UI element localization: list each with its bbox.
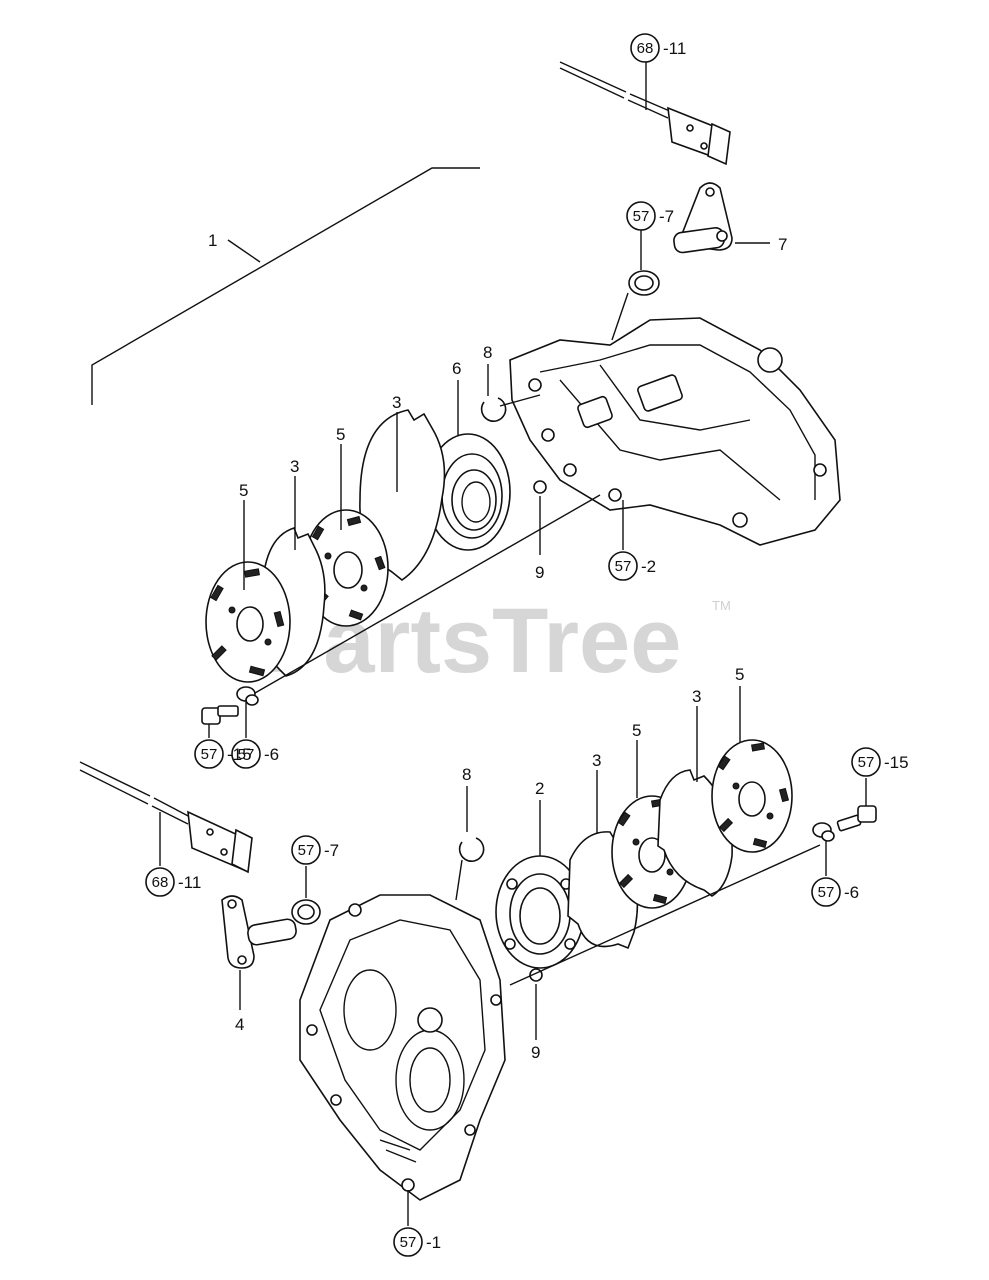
cable-rod-bottom [79,761,253,874]
label-part-3-top-right: 3 [392,393,401,412]
transmission-case-bottom [299,894,506,1201]
callout-57-6-right: 57 -6 [811,877,859,907]
callout-57-6-left: 57 -6 [231,739,279,769]
svg-text:57: 57 [615,558,632,575]
callout-57-15-right: 57 -15 [851,747,909,777]
friction-disc-5-bottom-right [711,739,793,853]
svg-text:-1: -1 [426,1233,441,1252]
axis-line-bottom [509,844,821,986]
callout-57-7-top: 57 -7 [626,201,674,231]
label-part-9-top: 9 [535,563,544,582]
label-part-5-bottom-left: 5 [632,721,641,740]
svg-text:68: 68 [637,40,654,57]
steel-ball-9-top [533,480,547,494]
washer-57-6-right [812,822,835,842]
callout-68-11-top: 68 -11 [630,33,686,63]
bearing-plate-2 [495,855,585,969]
label-part-8-top: 8 [483,343,492,362]
label-part-3-bottom-right: 3 [692,687,701,706]
bolt-57-15-left [201,705,239,725]
lever-arm-7 [673,182,733,254]
label-part-8-bottom: 8 [462,765,471,784]
label-part-7: 7 [778,235,787,254]
leader-line-1 [227,239,261,263]
svg-text:57: 57 [298,842,315,859]
bolt-57-15-right [836,805,877,832]
svg-text:57: 57 [633,208,650,225]
snap-ring-8-top [480,397,507,422]
svg-text:57: 57 [238,746,255,763]
label-part-5-top-left: 5 [239,481,248,500]
axis-line-top [254,494,601,694]
bearing-plate-6 [425,433,511,551]
label-part-6: 6 [452,359,461,378]
svg-text:57: 57 [818,884,835,901]
svg-text:-15: -15 [884,753,909,772]
label-part-9-bottom: 9 [531,1043,540,1062]
svg-text:-11: -11 [178,873,201,892]
svg-text:-6: -6 [844,883,859,902]
svg-text:-7: -7 [324,841,339,860]
svg-text:-2: -2 [641,557,656,576]
label-part-1: 1 [208,231,217,250]
label-part-4: 4 [235,1015,244,1034]
snap-ring-8-bottom [458,837,485,862]
callout-57-2: 57 -2 [608,551,656,581]
assembly-bracket-line [91,167,480,405]
callout-57-1: 57 -1 [393,1227,441,1257]
label-part-5-bottom-right: 5 [735,665,744,684]
svg-text:57: 57 [201,746,218,763]
svg-text:57: 57 [858,754,875,771]
watermark-trademark: TM [712,598,731,613]
label-part-2: 2 [535,779,544,798]
label-part-3-bottom-left: 3 [592,751,601,770]
callout-57-7-bottom: 57 -7 [291,835,339,865]
lever-arm-4 [221,895,297,969]
callout-57-15-left: 57 -15 [194,739,252,769]
transmission-case-top [509,317,841,546]
label-part-3-top-left: 3 [290,457,299,476]
label-part-5-top-middle: 5 [336,425,345,444]
svg-text:-11: -11 [663,39,686,58]
svg-text:68: 68 [152,874,169,891]
leader-line-seal-to-case [611,292,629,341]
svg-text:-6: -6 [264,745,279,764]
svg-text:-15: -15 [227,745,252,764]
callout-68-11-bottom: 68 -11 [145,867,201,897]
svg-text:57: 57 [400,1234,417,1251]
svg-text:-7: -7 [659,207,674,226]
washer-57-6-left [236,686,259,706]
cable-rod-top [559,61,731,166]
friction-disc-5-top-left [205,561,291,683]
